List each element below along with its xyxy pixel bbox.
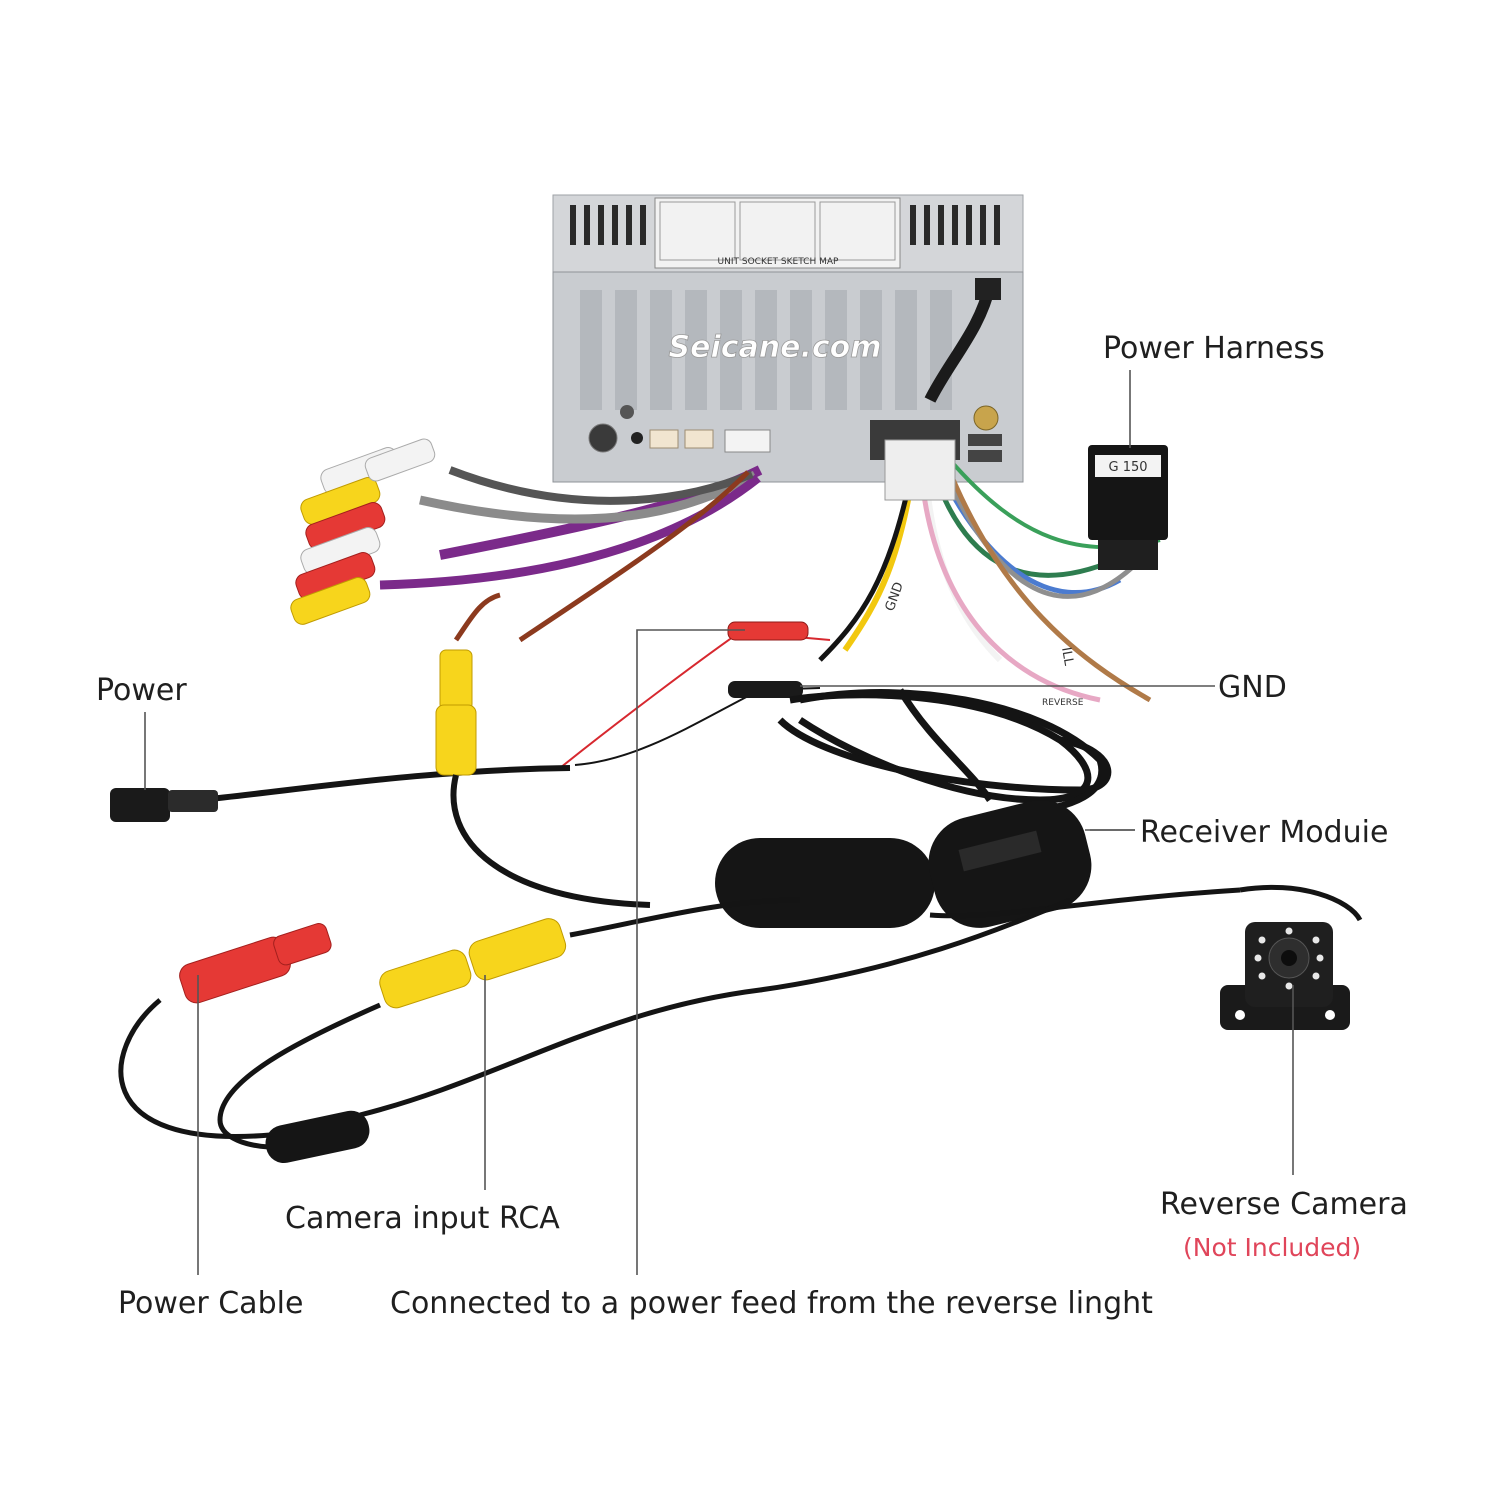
top-vents xyxy=(570,205,1000,245)
leader-reverse-light xyxy=(636,629,745,1275)
harness-connector: G 150 xyxy=(1088,445,1168,570)
label-reverse-light-feed: Connected to a power feed from the rever… xyxy=(390,1286,1153,1321)
mic-port xyxy=(631,432,643,444)
rca-plug-socket xyxy=(724,429,771,453)
label-camera-input-rca: Camera input RCA xyxy=(285,1201,560,1236)
antenna-port xyxy=(973,405,999,431)
label-reverse-camera: Reverse Camera xyxy=(1160,1187,1408,1222)
reverse-power-lead xyxy=(559,630,831,769)
socket-sketch-sticker xyxy=(654,197,901,269)
yellow-camera-rca xyxy=(379,918,567,1009)
rca-connectors xyxy=(290,438,436,625)
rca-bundle xyxy=(379,465,763,643)
inline-cable-box xyxy=(265,1110,370,1164)
connector-tag: G 150 xyxy=(1108,460,1147,475)
ill-wire-tag: ILL xyxy=(1058,646,1076,667)
dc-power-connector xyxy=(110,788,218,822)
label-power-harness: Power Harness xyxy=(1103,331,1325,366)
red-power-rca xyxy=(179,923,332,1004)
reverse-camera xyxy=(1220,922,1350,1030)
sticker-title: UNIT SOCKET SKETCH MAP xyxy=(718,257,839,267)
watermark: Seicane.com xyxy=(668,330,881,365)
aux-port-2 xyxy=(684,429,714,449)
transmitter-module xyxy=(715,838,935,928)
label-receiver-module: Receiver Moduie xyxy=(1140,815,1388,850)
label-power-cable: Power Cable xyxy=(118,1286,303,1321)
black-alligator-clip xyxy=(728,681,803,698)
red-alligator-clip xyxy=(727,621,809,641)
gnd-wire-tag: GND xyxy=(883,580,907,613)
gps-port xyxy=(588,423,618,453)
label-not-included: (Not Included) xyxy=(1183,1233,1361,1262)
usb-port-1 xyxy=(968,434,1002,446)
label-gnd: GND xyxy=(1218,670,1287,705)
usb-port-2 xyxy=(968,450,1002,462)
aux-port-1 xyxy=(649,429,679,449)
harness-plug xyxy=(884,439,956,501)
receiver-module xyxy=(928,800,1092,928)
power-cable-main xyxy=(199,765,571,803)
head-unit: UNIT SOCKET SKETCH MAP Seicane.com xyxy=(552,194,1024,483)
reverse-wire-tag: REVERSE xyxy=(1042,698,1084,708)
back-ribs xyxy=(580,290,952,410)
yellow-video-connector xyxy=(435,649,477,776)
label-power: Power xyxy=(96,673,187,708)
coiled-cable xyxy=(777,688,1112,819)
